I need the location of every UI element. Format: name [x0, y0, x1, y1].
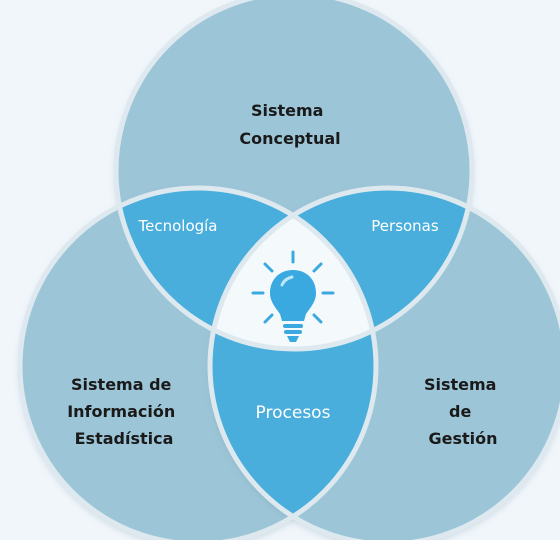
- label-tecnologia: Tecnología: [138, 217, 218, 235]
- label-sistema-conceptual: Sistema Conceptual: [239, 101, 340, 148]
- label-sistema-gestion-line3: Gestión: [428, 429, 497, 448]
- label-procesos: Procesos: [256, 403, 331, 423]
- label-sistema-gestion-line1: Sistema: [424, 375, 497, 394]
- label-personas: Personas: [371, 217, 439, 235]
- label-sistema-informacion-line3: Estadística: [75, 429, 174, 448]
- label-sistema-conceptual-line2: Conceptual: [239, 129, 340, 148]
- label-sistema-informacion-line1: Sistema de: [71, 375, 172, 394]
- label-sistema-informacion-line2: Información: [67, 402, 175, 421]
- label-sistema-conceptual-line1: Sistema: [251, 101, 324, 120]
- label-sistema-informacion: Sistema de Información Estadística: [67, 375, 181, 448]
- outline-left: [17, 185, 379, 540]
- lightbulb-icon: [251, 250, 335, 342]
- label-sistema-gestion: Sistema de Gestión: [424, 375, 502, 448]
- outline-right: [207, 185, 560, 540]
- label-sistema-gestion-line2: de: [449, 402, 471, 421]
- outline-top: [113, 0, 475, 352]
